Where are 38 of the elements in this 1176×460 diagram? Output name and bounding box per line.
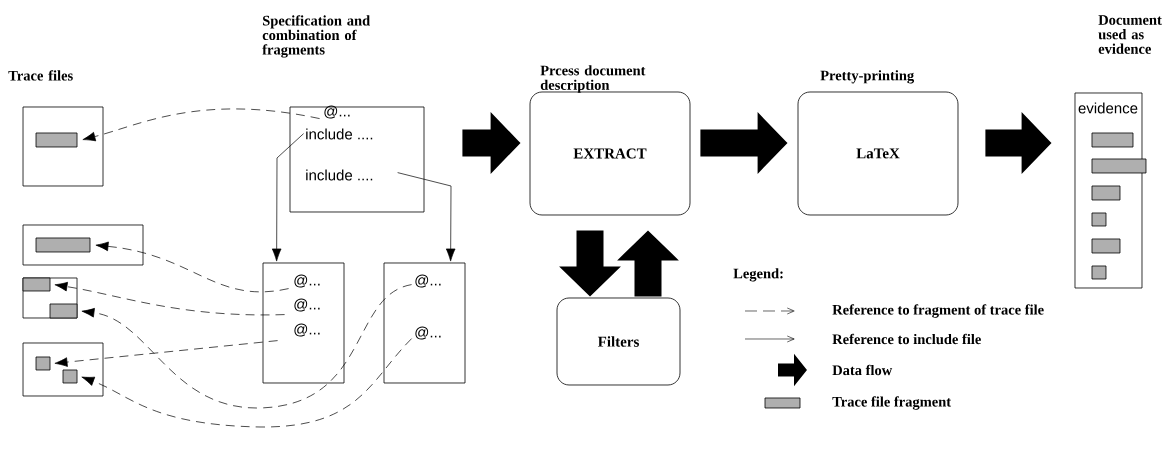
process-box: Filters [556,297,681,386]
fragment-bar [35,237,91,253]
dashed-arrow [95,241,289,293]
fragment-bar [1091,158,1147,174]
fragment-bar [1091,185,1121,201]
fragment-file-box: @... @... @... [262,262,345,384]
column-heading: Specification and combination of fragments [262,15,370,58]
fragment-bar [35,132,78,148]
process-box: LaTeX [797,91,959,216]
fragment-bar [1091,132,1134,148]
legend-heading: Legend: [733,268,783,282]
dashed-arrow [81,284,412,409]
dashed-arrow [82,108,320,142]
fragment-bar [35,356,51,371]
file-box [22,342,104,397]
fragment-bar [1091,265,1107,280]
file-box [22,224,144,266]
column-heading: Document used as evidence [1098,15,1162,54]
fragment-bar [1091,212,1107,227]
legend-text: Reference to fragment of trace file [832,304,1044,318]
dashed-arrow [54,340,278,367]
legend-text: Reference to include file [832,333,981,345]
fragment-file-box: @... @... [383,262,466,384]
arrow [397,172,456,262]
arrow [271,133,304,262]
specification-file-box: @... include .... include .... [289,105,425,213]
column-heading: Trace files [8,70,73,81]
fragment-bar [49,303,78,319]
fragment-bar [1091,238,1121,254]
column-heading: Prcess document description [540,65,646,93]
legend-text: Data flow [832,364,893,376]
legend-text: Trace file fragment [832,396,952,410]
dashed-arrow [54,281,285,316]
fragment-bar [62,369,78,384]
dashed-arrow [81,338,412,428]
fragment-bar [22,277,51,292]
document-box: evidence [1074,92,1143,289]
file-box [22,106,104,187]
